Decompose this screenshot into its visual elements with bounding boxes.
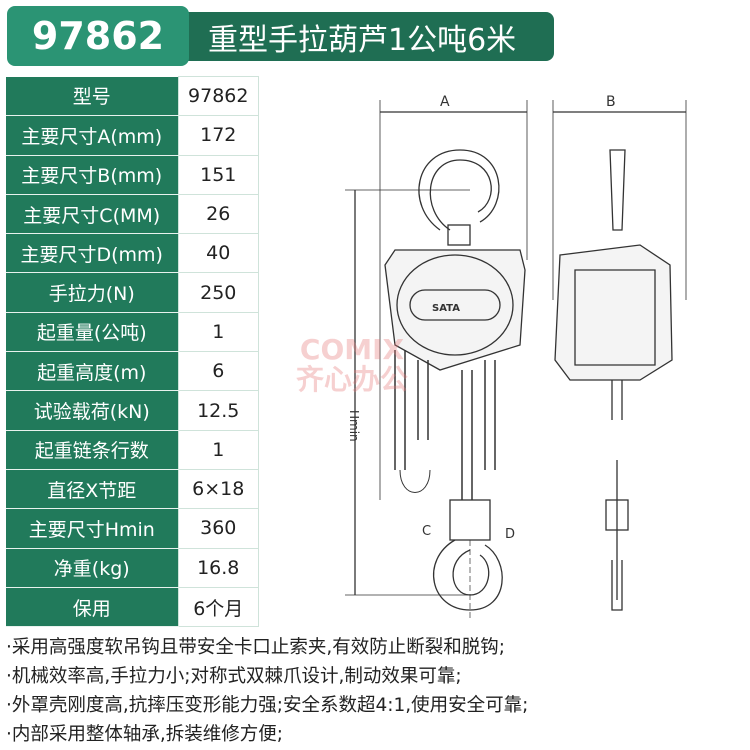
spec-label: 净重(kg) <box>6 548 178 588</box>
spec-value: 250 <box>177 272 259 313</box>
spec-row: 起重量(公吨)1 <box>6 311 259 353</box>
model-code-badge: 97862 <box>7 6 189 66</box>
dim-c-label: C <box>422 524 431 539</box>
spec-row: 净重(kg)16.8 <box>6 547 259 588</box>
spec-label: 型号 <box>6 76 178 117</box>
brand-logo: SATA <box>432 303 460 314</box>
spec-label: 试验载荷(kN) <box>6 390 178 431</box>
spec-value: 6个月 <box>177 586 259 628</box>
spec-label: 主要尺寸A(mm) <box>6 115 178 156</box>
spec-label: 主要尺寸Hmin <box>6 508 178 549</box>
spec-row: 主要尺寸D(mm)40 <box>6 233 259 274</box>
spec-row: 起重高度(m)6 <box>6 351 259 392</box>
dim-d-label: D <box>505 527 515 542</box>
spec-row: 主要尺寸B(mm)151 <box>6 154 259 195</box>
spec-label: 起重高度(m) <box>6 351 178 392</box>
spec-label: 主要尺寸B(mm) <box>6 155 178 195</box>
dim-b-label: B <box>606 94 616 110</box>
feature-item: ·采用高强度软吊钩且带安全卡口止索夹,有效防止断裂和脱钩; <box>6 637 505 658</box>
spec-value: 360 <box>177 508 259 549</box>
spec-value: 1 <box>177 311 259 353</box>
spec-value: 40 <box>177 233 259 274</box>
spec-row: 手拉力(N)250 <box>6 272 259 313</box>
spec-value: 6 <box>177 351 259 392</box>
spec-label: 保用 <box>6 587 178 628</box>
spec-label: 起重量(公吨) <box>6 312 178 353</box>
feature-item: ·机械效率高,手拉力小;对称式双棘爪设计,制动效果可靠; <box>6 666 462 687</box>
spec-value: 6×18 <box>177 468 259 510</box>
spec-value: 172 <box>177 115 259 156</box>
spec-label: 手拉力(N) <box>6 272 178 313</box>
spec-value: 97862 <box>177 75 259 117</box>
spec-row: 试验载荷(kN)12.5 <box>6 390 259 431</box>
spec-value: 151 <box>177 154 259 195</box>
spec-row: 主要尺寸A(mm)172 <box>6 115 259 156</box>
feature-list: ·采用高强度软吊钩且带安全卡口止索夹,有效防止断裂和脱钩; ·机械效率高,手拉力… <box>6 633 528 749</box>
dim-a-label: A <box>440 94 450 110</box>
spec-label: 主要尺寸C(MM) <box>6 194 178 235</box>
hoist-technical-drawing: A B Hmin SATA C D <box>345 94 687 620</box>
spec-value: 16.8 <box>177 547 259 588</box>
spec-label: 起重链条行数 <box>6 430 178 470</box>
feature-item: ·内部采用整体轴承,拆装维修方便; <box>6 724 283 745</box>
spec-row: 主要尺寸C(MM)26 <box>6 193 259 235</box>
feature-item: ·外罩壳刚度高,抗摔压变形能力强;安全系数超4:1,使用安全可靠; <box>6 695 529 716</box>
spec-value: 12.5 <box>177 390 259 431</box>
product-title: 重型手拉葫芦1公吨6米 <box>184 12 554 61</box>
spec-value: 1 <box>177 429 259 470</box>
spec-label: 主要尺寸D(mm) <box>6 233 178 274</box>
spec-label: 直径X节距 <box>6 469 178 510</box>
dim-hmin-label: Hmin <box>347 410 361 442</box>
spec-value: 26 <box>177 193 259 235</box>
